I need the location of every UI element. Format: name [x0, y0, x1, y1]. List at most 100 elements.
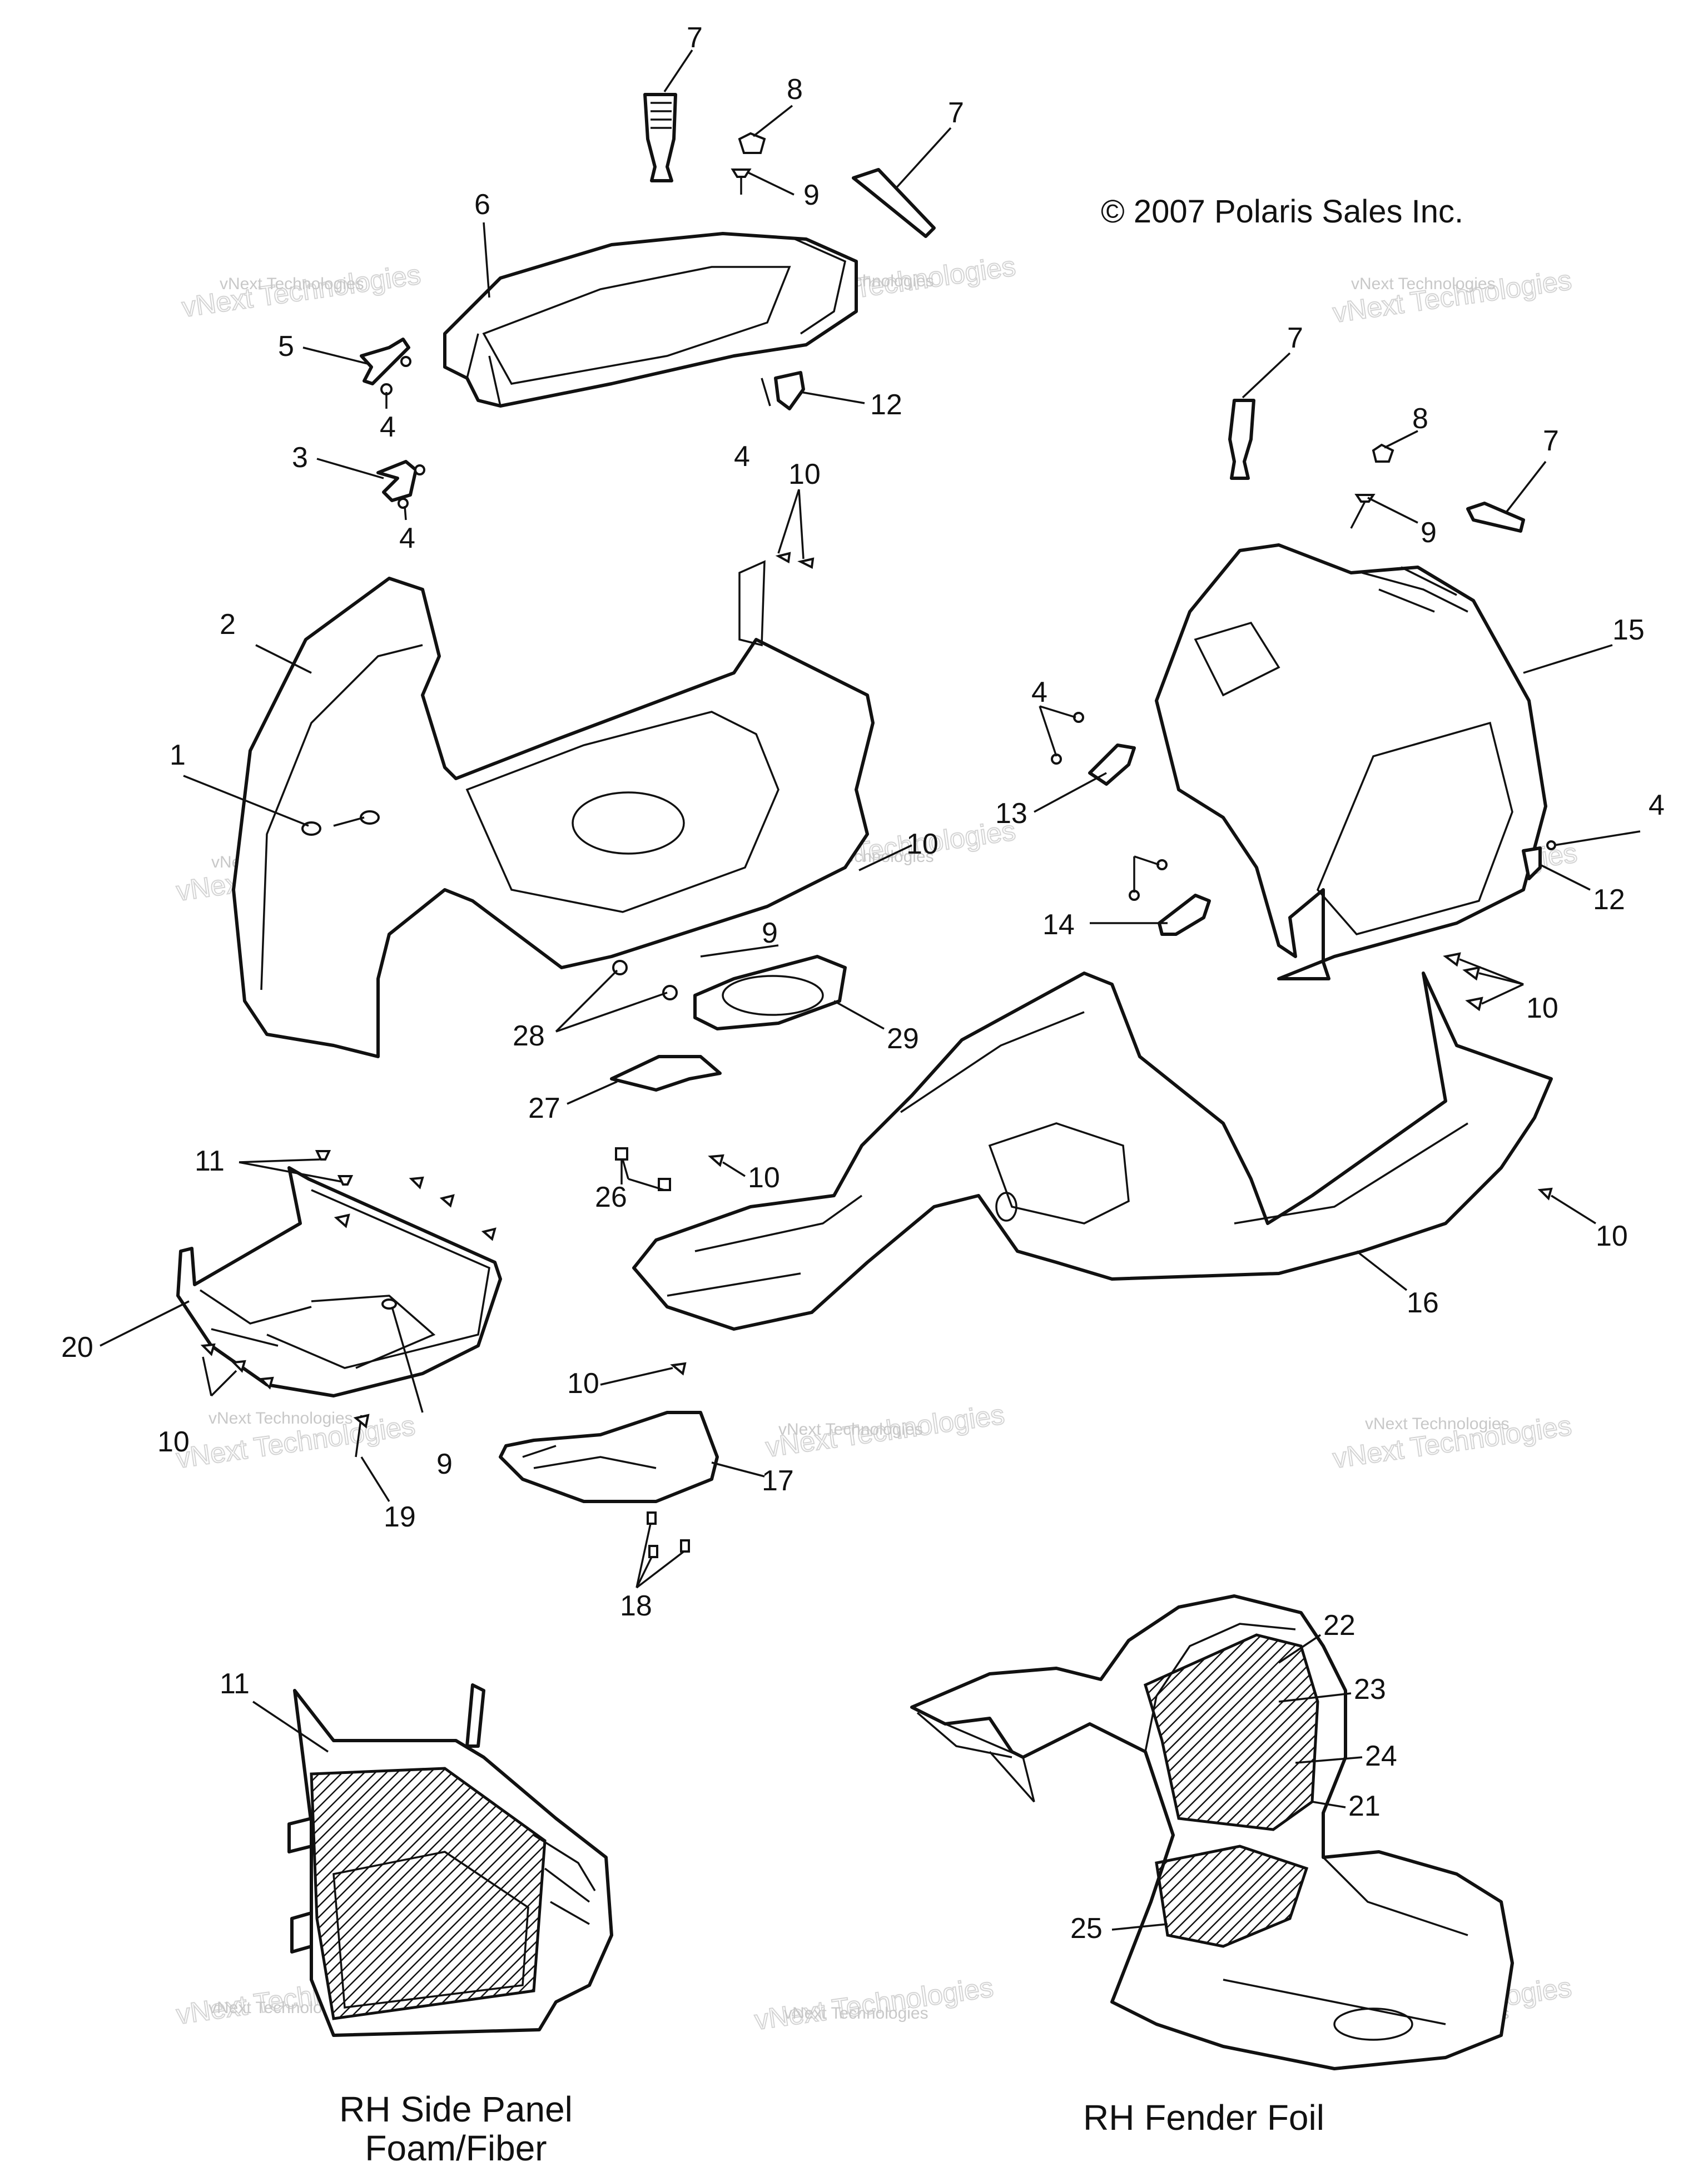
callout-10: 10	[1526, 992, 1558, 1024]
part-7-strap-right	[1466, 502, 1525, 533]
callout-4: 4	[380, 411, 396, 443]
callout-7: 7	[1543, 425, 1559, 457]
part-9-screw	[731, 168, 752, 195]
part-2-front-fender	[232, 560, 875, 1058]
callout-10: 10	[748, 1162, 780, 1194]
part-7-tab-top	[643, 93, 677, 182]
callout-4: 4	[1649, 789, 1665, 821]
callout-17: 17	[762, 1465, 794, 1497]
copyright-notice: © 2007 Polaris Sales Inc.	[1101, 194, 1463, 230]
callout-20: 20	[61, 1331, 93, 1364]
callout-3: 3	[292, 442, 308, 474]
callout-9: 9	[803, 179, 820, 211]
callout-9: 9	[1421, 517, 1437, 549]
callout-10: 10	[788, 458, 821, 490]
callout-labels: 7 8 7 9 6 5 4 12 3 4 4 10 7 8 7 9 2 15 4…	[61, 22, 1665, 1945]
part-1-plug	[301, 810, 380, 836]
part-8-push-rivet	[738, 132, 766, 154]
callout-10: 10	[157, 1426, 190, 1458]
part-12-clip-top	[761, 371, 805, 410]
inset-rh-fender-foil	[910, 1594, 1514, 2070]
callout-25: 25	[1070, 1912, 1103, 1945]
part-10-rivets	[775, 552, 815, 569]
part-16-rh-floor	[632, 971, 1553, 1331]
svg-text:vNext Technologies: vNext Technologies	[778, 1420, 923, 1439]
part-3-bracket	[376, 460, 425, 509]
svg-text:vNext Technologies: vNext Technologies	[1331, 264, 1573, 329]
callout-7: 7	[1287, 322, 1303, 354]
callout-7: 7	[948, 97, 964, 129]
inset-rh-side-panel	[287, 1683, 613, 2037]
part-10-rivet-right-floor	[1537, 1187, 1553, 1201]
part-15-rh-side-panel	[1155, 543, 1547, 980]
callout-18: 18	[620, 1590, 652, 1622]
callout-10: 10	[1596, 1220, 1628, 1252]
callout-8: 8	[787, 73, 803, 106]
callout-1: 1	[170, 739, 186, 771]
part-28-nuts	[612, 960, 678, 1000]
part-17-skid-plate	[499, 1411, 719, 1503]
callout-7: 7	[687, 22, 703, 54]
callout-12: 12	[1593, 884, 1625, 916]
part-10-rivets-footwell	[200, 1176, 496, 1390]
part-27-bracket	[610, 1055, 722, 1092]
callout-4: 4	[1031, 676, 1047, 708]
callout-10: 10	[906, 828, 939, 860]
watermark: vNext Technologies vNext Technologies	[1330, 1409, 1574, 1475]
svg-text:vNext Technologies: vNext Technologies	[1351, 275, 1496, 293]
part-5-bracket	[360, 338, 410, 385]
callout-26: 26	[595, 1181, 627, 1213]
callout-15: 15	[1612, 614, 1645, 646]
callout-29: 29	[887, 1023, 919, 1055]
callout-21: 21	[1348, 1790, 1381, 1822]
callout-11: 11	[220, 1668, 250, 1700]
callout-10: 10	[567, 1367, 599, 1400]
svg-text:vNext Technologies: vNext Technologies	[220, 275, 364, 293]
watermark: vNext Technologies vNext Technologies	[1330, 264, 1574, 329]
leader-lines	[100, 49, 1641, 1931]
caption-side-panel-line2: Foam/Fiber	[365, 2128, 547, 2168]
part-8-push-rivet-right	[1372, 443, 1394, 463]
watermark: vNext Technologies vNext Technologies	[174, 1409, 418, 1475]
callout-12: 12	[870, 389, 902, 421]
caption-side-panel-line1: RH Side Panel	[339, 2089, 573, 2129]
part-11-bolts	[315, 1150, 354, 1186]
callout-4: 4	[734, 440, 750, 473]
callout-27: 27	[528, 1092, 560, 1124]
callout-8: 8	[1412, 403, 1428, 435]
callout-19: 19	[384, 1501, 416, 1533]
part-7-tab-right	[1228, 399, 1255, 480]
callout-13: 13	[995, 797, 1027, 830]
callout-2: 2	[220, 608, 236, 641]
svg-text:vNext Technologies: vNext Technologies	[208, 1409, 353, 1427]
callout-23: 23	[1354, 1673, 1386, 1706]
part-20-footwell	[176, 1166, 502, 1397]
part-19-bolt	[353, 1414, 370, 1458]
callout-5: 5	[278, 330, 294, 363]
part-7-strap-top-right	[852, 168, 936, 238]
callout-4: 4	[399, 522, 415, 554]
callout-6: 6	[474, 189, 490, 221]
svg-text:vNext Technologies: vNext Technologies	[784, 2004, 929, 2023]
callout-16: 16	[1407, 1287, 1439, 1319]
watermark: vNext Technologies vNext Technologies	[752, 1971, 996, 2036]
callout-11: 11	[195, 1145, 225, 1177]
part-9-screw-right	[1350, 494, 1376, 529]
callout-9: 9	[436, 1448, 453, 1480]
part-10-rivet-center	[708, 1154, 724, 1167]
part-26-bolts	[615, 1147, 671, 1191]
part-13-bracket	[1051, 712, 1136, 786]
watermark: vNext Technologies vNext Technologies	[763, 1398, 1007, 1464]
part-10-rivets-right	[1443, 952, 1483, 1012]
callout-14: 14	[1042, 909, 1075, 941]
part-10-rivet-skid	[670, 1362, 687, 1376]
part-18-bolts	[647, 1511, 690, 1558]
callout-28: 28	[513, 1020, 545, 1052]
caption-fender-foil: RH Fender Foil	[1083, 2098, 1324, 2138]
svg-text:vNext Technologies: vNext Technologies	[1365, 1415, 1510, 1433]
watermark: vNext Technologies vNext Technologies	[180, 258, 423, 324]
part-6-front-panel	[443, 232, 858, 408]
part-29-ring	[693, 955, 847, 1030]
callout-24: 24	[1365, 1740, 1397, 1772]
